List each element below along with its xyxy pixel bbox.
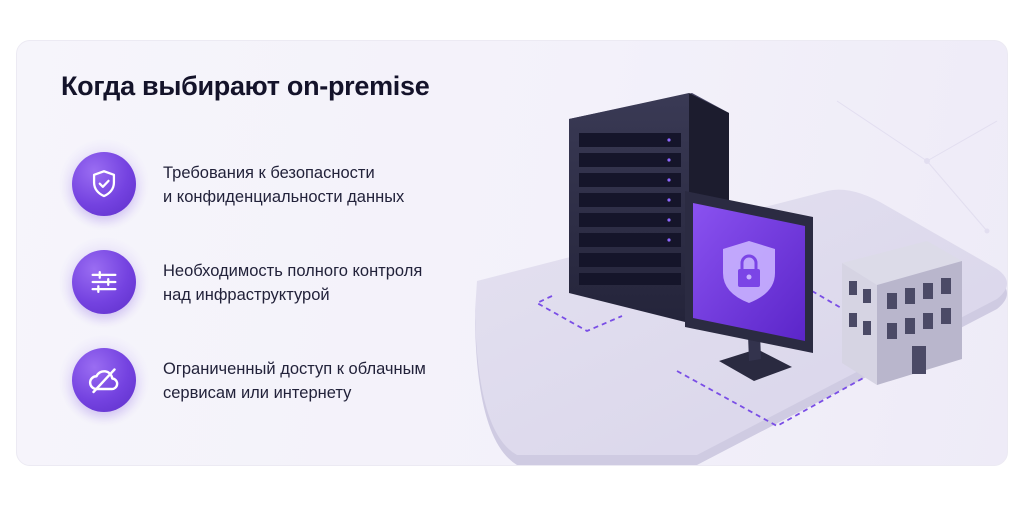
network-lines — [836, 100, 998, 234]
info-card: Когда выбирают on-premise Требования к б… — [16, 40, 1008, 466]
cloud-off-icon — [72, 348, 136, 412]
list-item-control: Необходимость полного контроля над инфра… — [59, 237, 479, 327]
list-item-cloud: Ограниченный доступ к облачным сервисам … — [59, 335, 479, 425]
building-icon — [842, 241, 962, 385]
shield-check-icon — [72, 152, 136, 216]
infrastructure-illustration — [475, 93, 1007, 465]
list-item-security: Требования к безопасности и конфиденциал… — [59, 139, 479, 229]
dashed-connection — [535, 290, 868, 428]
list-item-text: Требования к безопасности и конфиденциал… — [163, 164, 405, 206]
list-item-text: Ограниченный доступ к облачным сервисам … — [163, 360, 426, 402]
sliders-icon — [72, 250, 136, 314]
shield-lock-icon — [723, 241, 775, 303]
page-title: Когда выбирают on-premise — [61, 71, 430, 101]
list-item-text: Необходимость полного контроля над инфра… — [163, 262, 423, 304]
monitor — [685, 191, 813, 381]
